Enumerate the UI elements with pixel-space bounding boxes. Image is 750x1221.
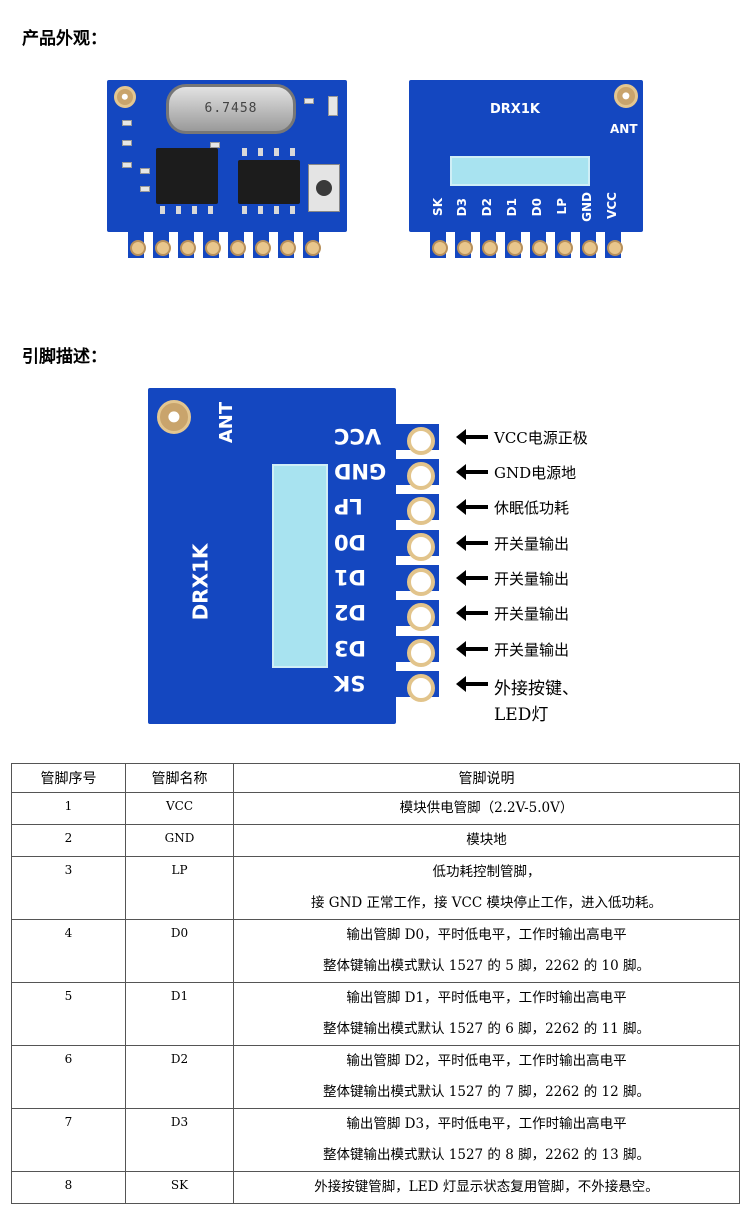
description-line: 整体键输出模式默认 1527 的 6 脚，2262 的 11 脚。 <box>322 1021 651 1037</box>
pin-name-cell: VCC <box>125 792 234 825</box>
pin-name-cell: D1 <box>125 982 234 1046</box>
description-line: 整体键输出模式默认 1527 的 5 脚，2262 的 10 脚。 <box>322 958 651 974</box>
back-pin-label: VCC <box>605 192 619 219</box>
pins-title: 引脚描述： <box>22 347 107 367</box>
pin-name: VCC <box>334 424 382 448</box>
pin-desc: 开关量输出 <box>494 641 570 659</box>
pin-desc: 开关量输出 <box>494 605 570 623</box>
pin-name-cell: GND <box>125 824 234 857</box>
back-pin-label: D3 <box>455 198 469 217</box>
arrow-left-icon <box>456 570 488 586</box>
pin-name-cell: SK <box>125 1171 234 1204</box>
pin-description: 模块供电管脚（2.2V-5.0V） <box>233 792 740 825</box>
board-shield <box>450 156 590 186</box>
table-row: 6 D2 输出管脚 D2，平时低电平，工作时输出高电平 整体键输出模式默认 15… <box>11 1045 740 1109</box>
pin-description: 输出管脚 D0，平时低电平，工作时输出高电平 整体键输出模式默认 1527 的 … <box>233 919 740 983</box>
pin-number: 4 <box>11 919 126 983</box>
description-line: 整体键输出模式默认 1527 的 8 脚，2262 的 13 脚。 <box>322 1147 651 1163</box>
pin-description: 模块地 <box>233 824 740 857</box>
arrow-left-icon <box>456 641 488 657</box>
arrow-left-icon <box>456 535 488 551</box>
pin-name-cell: D3 <box>125 1108 234 1172</box>
pin-name-cell: LP <box>125 856 234 920</box>
back-pin-label: SK <box>431 198 445 216</box>
pin-description: 外接按键管脚，LED 灯显示状态复用管脚，不外接悬空。 <box>233 1171 740 1204</box>
pin-name: D3 <box>334 636 367 660</box>
pin-description: 输出管脚 D3，平时低电平，工作时输出高电平 整体键输出模式默认 1527 的 … <box>233 1108 740 1172</box>
diagram-ant-label: ANT <box>216 401 238 444</box>
description-line: 模块供电管脚（2.2V-5.0V） <box>399 800 574 816</box>
table-row: 4 D0 输出管脚 D0，平时低电平，工作时输出高电平 整体键输出模式默认 15… <box>11 919 740 983</box>
description-line: 输出管脚 D0，平时低电平，工作时输出高电平 <box>346 927 627 943</box>
pin-description: 低功耗控制管脚， 接 GND 正常工作，接 VCC 模块停止工作，进入低功耗。 <box>233 856 740 920</box>
description-line: 接 GND 正常工作，接 VCC 模块停止工作，进入低功耗。 <box>311 895 662 911</box>
pin-number: 1 <box>11 792 126 825</box>
table-row: 2 GND 模块地 <box>11 824 740 857</box>
pin-desc: 开关量输出 <box>494 570 570 588</box>
pin-desc-line2: LED灯 <box>494 705 549 725</box>
description-line: 输出管脚 D3，平时低电平，工作时输出高电平 <box>346 1116 627 1132</box>
table-row: 7 D3 输出管脚 D3，平时低电平，工作时输出高电平 整体键输出模式默认 15… <box>11 1108 740 1172</box>
table-row: 1 VCC 模块供电管脚（2.2V-5.0V） <box>11 792 740 825</box>
pin-number: 6 <box>11 1045 126 1109</box>
pin-desc: 开关量输出 <box>494 535 570 553</box>
pin-desc: 外接按键、 <box>494 679 579 699</box>
table-header: 管脚名称 <box>125 763 234 793</box>
back-pin-label: D1 <box>505 198 519 217</box>
pin-name: D2 <box>334 600 367 624</box>
description-line: 低功耗控制管脚， <box>432 864 541 880</box>
arrow-left-icon <box>456 499 488 515</box>
table-header-row: 管脚序号 管脚名称 管脚说明 <box>11 763 740 793</box>
description-line: 输出管脚 D1，平时低电平，工作时输出高电平 <box>346 990 627 1006</box>
arrow-left-icon <box>456 676 488 692</box>
description-line: 整体键输出模式默认 1527 的 7 脚，2262 的 12 脚。 <box>322 1084 651 1100</box>
diagram-shield <box>272 464 328 668</box>
arrow-left-icon <box>456 605 488 621</box>
description-line: 外接按键管脚，LED 灯显示状态复用管脚，不外接悬空。 <box>314 1179 659 1195</box>
pin-name: LP <box>334 494 363 518</box>
table-header: 管脚序号 <box>11 763 126 793</box>
crystal-label: 6.7458 <box>204 101 258 116</box>
chip-left <box>156 148 218 204</box>
pin-number: 7 <box>11 1108 126 1172</box>
arrow-left-icon <box>456 429 488 445</box>
diagram-model-label: DRX1K <box>188 543 213 621</box>
pin-name-cell: D2 <box>125 1045 234 1109</box>
board-button <box>308 164 340 212</box>
pin-name-cell: D0 <box>125 919 234 983</box>
back-pin-label: LP <box>555 198 569 215</box>
pin-name: D1 <box>334 565 367 589</box>
board-ant-label: ANT <box>610 122 638 136</box>
description-line: 输出管脚 D2，平时低电平，工作时输出高电平 <box>346 1053 627 1069</box>
appearance-title: 产品外观： <box>22 29 107 49</box>
pin-desc: 休眠低功耗 <box>494 499 570 517</box>
table-row: 5 D1 输出管脚 D1，平时低电平，工作时输出高电平 整体键输出模式默认 15… <box>11 982 740 1046</box>
table-row: 3 LP 低功耗控制管脚， 接 GND 正常工作，接 VCC 模块停止工作，进入… <box>11 856 740 920</box>
arrow-left-icon <box>456 464 488 480</box>
back-pin-label: D2 <box>480 198 494 217</box>
pin-desc: VCC电源正极 <box>494 429 588 447</box>
board-model-label: DRX1K <box>490 102 540 117</box>
table-row: 8 SK 外接按键管脚，LED 灯显示状态复用管脚，不外接悬空。 <box>11 1171 740 1204</box>
pin-name: SK <box>334 671 366 695</box>
pin-number: 8 <box>11 1171 126 1204</box>
pin-number: 2 <box>11 824 126 857</box>
pin-name: GND <box>334 459 387 483</box>
back-pin-label: D0 <box>530 198 544 217</box>
pin-table: 管脚序号 管脚名称 管脚说明 1 VCC 模块供电管脚（2.2V-5.0V） 2… <box>11 763 740 1204</box>
pin-number: 3 <box>11 856 126 920</box>
chip-right <box>238 160 300 204</box>
description-line: 模块地 <box>466 832 507 848</box>
pin-description: 输出管脚 D1，平时低电平，工作时输出高电平 整体键输出模式默认 1527 的 … <box>233 982 740 1046</box>
back-pin-label: GND <box>580 192 594 222</box>
pin-desc: GND电源地 <box>494 464 577 482</box>
pin-name: D0 <box>334 530 367 554</box>
pin-number: 5 <box>11 982 126 1046</box>
pin-description: 输出管脚 D2，平时低电平，工作时输出高电平 整体键输出模式默认 1527 的 … <box>233 1045 740 1109</box>
table-header: 管脚说明 <box>233 763 740 793</box>
